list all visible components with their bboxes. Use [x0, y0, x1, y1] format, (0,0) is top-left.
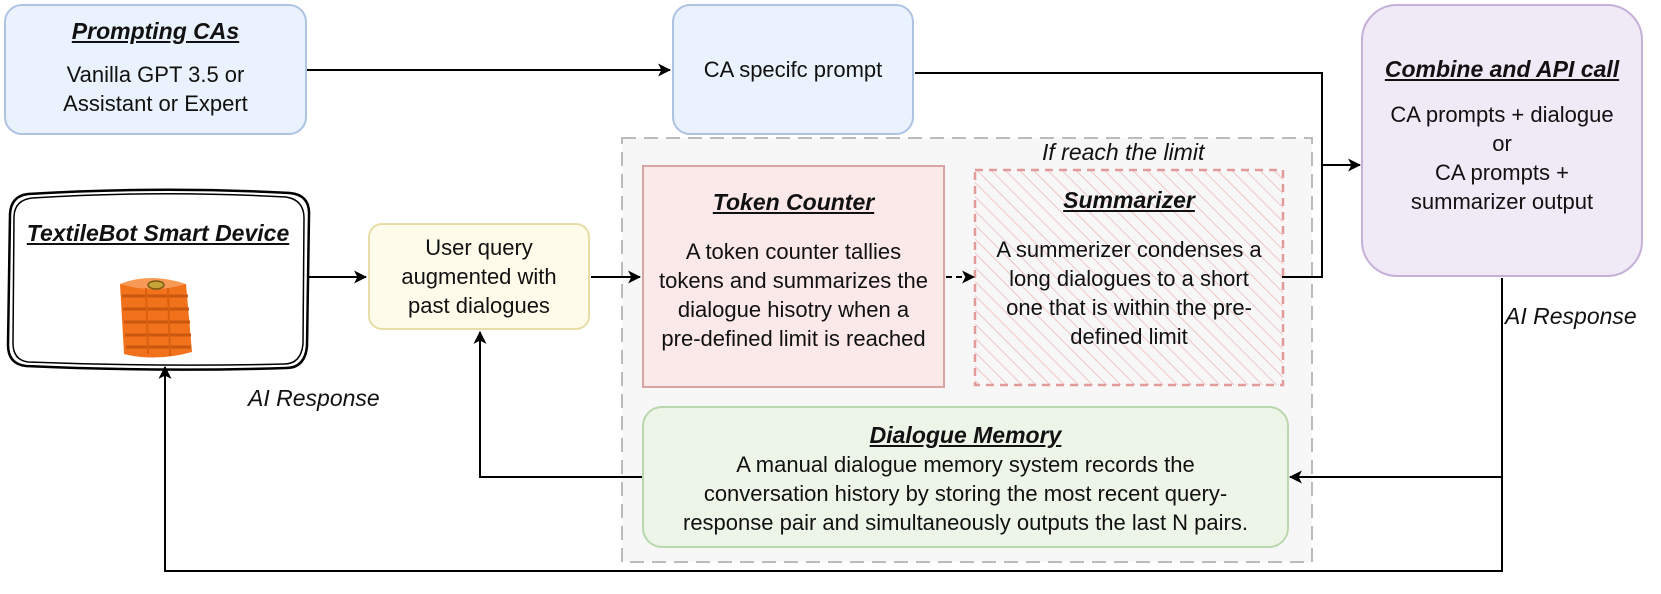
summarizer-box: Summarizer A summerizer condenses a long…	[975, 165, 1283, 388]
token-counter-line4: pre-defined limit is reached	[661, 326, 926, 351]
limit-label: If reach the limit	[1042, 139, 1205, 165]
textilebot-title: TextileBot Smart Device	[26, 220, 290, 246]
token-counter-line3: dialogue hisotry when a	[677, 297, 910, 322]
summarizer-hatch	[973, 168, 1285, 387]
prompting-cas-title: Prompting CAs	[71, 18, 240, 44]
arrow-combine-to-device	[158, 365, 1503, 572]
combine-line4: summarizer output	[1410, 189, 1594, 214]
dialogue-memory-title: Dialogue Memory	[869, 422, 1062, 448]
summarizer-line3: one that is within the pre-	[1006, 295, 1252, 320]
dialogue-memory-box: Dialogue Memory A manual dialogue memory…	[642, 406, 1289, 548]
user-query-line1: User query	[425, 235, 533, 260]
token-counter-line2: tokens and summarizes the	[658, 268, 929, 293]
summarizer-line2: long dialogues to a short	[1009, 266, 1249, 291]
crochet-basket-image	[120, 278, 192, 358]
textilebot-device-box: TextileBot Smart Device	[10, 218, 306, 252]
summarizer-title: Summarizer	[1063, 187, 1195, 213]
ai-response-left-label: AI Response	[248, 385, 380, 411]
combine-title: Combine and API call	[1384, 56, 1620, 82]
user-query-line3: past dialogues	[408, 293, 550, 318]
user-query-box: User query augmented with past dialogues	[368, 223, 590, 330]
summarizer-line4: defined limit	[1070, 324, 1188, 349]
combine-line2: or	[1492, 131, 1512, 156]
prompting-cas-line2: Assistant or Expert	[63, 91, 248, 116]
prompting-cas-line1: Vanilla GPT 3.5 or	[66, 62, 245, 87]
arrow-combine-to-memory	[1288, 278, 1503, 484]
device-frame-sketch	[12, 192, 305, 366]
arrow-ca-prompt-to-combine	[915, 72, 1362, 172]
combine-line3: CA prompts +	[1435, 160, 1569, 185]
combine-line1: CA prompts + dialogue	[1390, 102, 1614, 127]
prompting-cas-box: Prompting CAs Vanilla GPT 3.5 or Assista…	[4, 4, 307, 135]
summarizer-line1: A summerizer condenses a	[996, 237, 1262, 262]
user-query-line2: augmented with	[401, 264, 557, 289]
combine-api-call-box: Combine and API call CA prompts + dialog…	[1361, 4, 1643, 277]
token-counter-line1: A token counter tallies	[685, 239, 902, 264]
dialogue-memory-line3: response pair and simultaneously outputs…	[683, 510, 1248, 535]
dialogue-memory-line1: A manual dialogue memory system records …	[736, 452, 1195, 477]
ca-specific-prompt-box: CA specifc prompt	[672, 4, 914, 135]
token-counter-box: Token Counter A token counter tallies to…	[642, 165, 945, 388]
token-counter-title: Token Counter	[712, 189, 875, 215]
ai-response-right-label: AI Response	[1505, 303, 1637, 329]
arrow-memory-to-query	[473, 330, 642, 478]
ca-specific-prompt-label: CA specifc prompt	[703, 57, 883, 82]
arrow-summarizer-to-combine	[1282, 165, 1323, 278]
dialogue-memory-line2: conversation history by storing the most…	[703, 481, 1228, 506]
